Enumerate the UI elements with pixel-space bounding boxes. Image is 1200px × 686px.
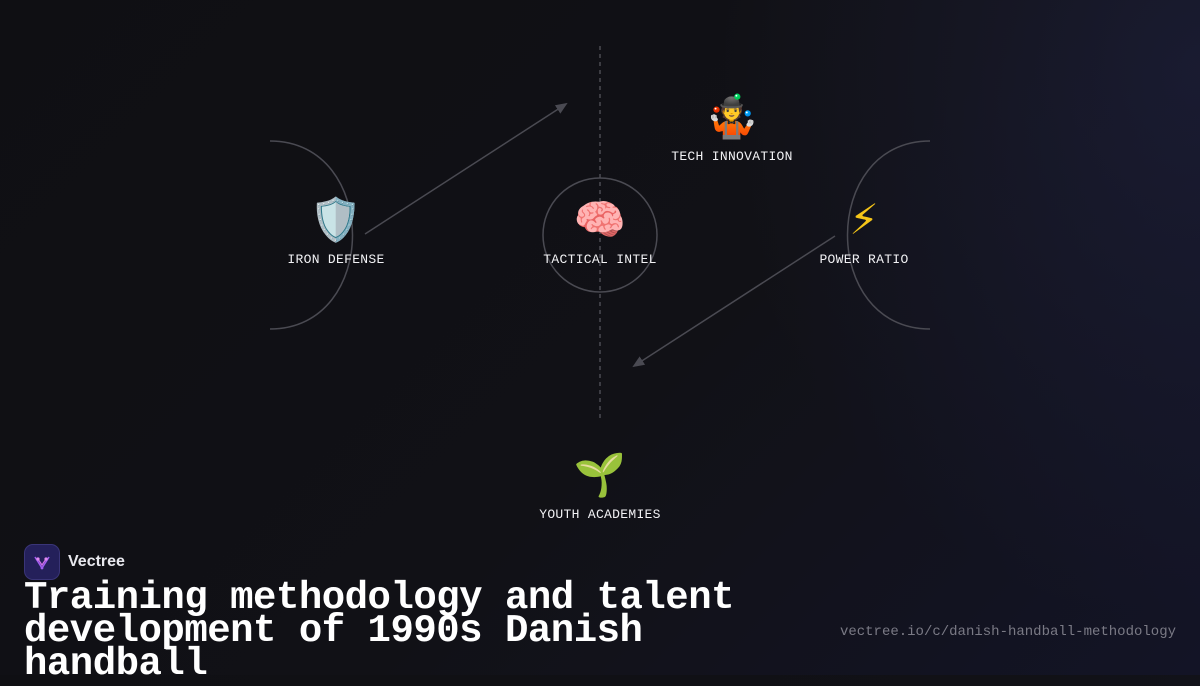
diagram: 🛡️ IRON DEFENSE 🧠 TACTICAL INTEL 🤹 TECH … — [269, 46, 931, 523]
vectree-logo-icon — [24, 544, 60, 580]
node-label: IRON DEFENSE — [287, 252, 385, 267]
court-lines — [269, 46, 931, 420]
node-power-ratio: ⚡ POWER RATIO — [819, 195, 909, 268]
page-title: Training methodology and talent developm… — [24, 576, 735, 686]
arrow-up-right — [364, 102, 568, 235]
brand: Vectree — [24, 544, 125, 580]
right-goal-arc — [846, 140, 931, 330]
seedling-icon: 🌱 — [573, 450, 627, 499]
arrow-down-left — [632, 235, 836, 368]
node-youth-academies: 🌱 YOUTH ACADEMIES — [539, 450, 661, 523]
node-label: TACTICAL INTEL — [543, 252, 657, 267]
node-iron-defense: 🛡️ IRON DEFENSE — [287, 195, 385, 268]
brand-name: Vectree — [68, 553, 125, 570]
left-goal-arc — [269, 140, 354, 330]
juggler-icon: 🤹 — [705, 92, 759, 141]
node-label: POWER RATIO — [819, 252, 909, 267]
shield-icon: 🛡️ — [309, 195, 363, 244]
brain-icon: 🧠 — [573, 195, 627, 244]
source-url[interactable]: vectree.io/c/danish-handball-methodology — [839, 624, 1176, 640]
lightning-icon: ⚡ — [849, 195, 879, 244]
node-label: TECH INNOVATION — [671, 149, 793, 164]
center-circle — [542, 177, 658, 293]
node-label: YOUTH ACADEMIES — [539, 507, 661, 522]
node-tech-innovation: 🤹 TECH INNOVATION — [671, 92, 793, 165]
node-tactical-intel: 🧠 TACTICAL INTEL — [543, 195, 657, 268]
